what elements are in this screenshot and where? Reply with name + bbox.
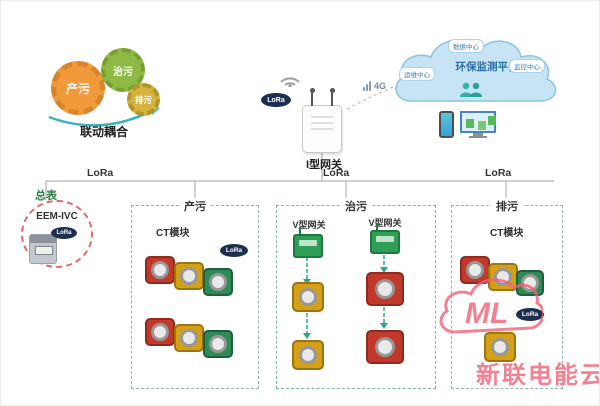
- v-gateway-label-2: V型网关: [368, 218, 402, 228]
- v-gateway-icon: [293, 227, 323, 258]
- ct-module-red-icon: [145, 318, 175, 346]
- wifi-icon: [280, 77, 300, 87]
- cloud-pill-ops-center: 运维中心: [399, 67, 435, 81]
- main-meter-caption: 总表: [35, 190, 57, 202]
- gear-discharge-icon: 排污: [127, 83, 160, 116]
- produce-pollution-box: 产污 CT模块 LoRa: [131, 198, 259, 389]
- ct-module-yellow-icon: [488, 263, 518, 291]
- treat-pollution-box: 治污 V型网关 V型网关: [276, 198, 436, 389]
- users-icon: [460, 82, 482, 97]
- main-meter-highlight-circle: [21, 200, 93, 268]
- ct-module-green-icon: [516, 270, 544, 296]
- ct-module-yellow-icon: [484, 332, 516, 362]
- produce-lora-badge: LoRa: [220, 244, 248, 257]
- v-gateway-icon: [370, 223, 400, 254]
- signal-4g-icon: 4G: [363, 81, 386, 91]
- antenna-icon: [329, 88, 335, 106]
- ct-module-red-icon: [366, 330, 404, 364]
- produce-ct-module-label: CT模块: [156, 228, 190, 239]
- gear-produce-label: 产污: [65, 81, 90, 96]
- antenna-icon: [309, 88, 315, 106]
- cloud-platform-title: 环保监测平台: [455, 61, 519, 73]
- gear-discharge-label: 排污: [134, 94, 152, 105]
- ct-module-green-icon: [203, 330, 233, 358]
- bus-lora-label-left: LoRa: [87, 167, 114, 179]
- discharge-lora-badge: LoRa: [516, 308, 544, 321]
- main-meter-lora-badge: LoRa: [51, 227, 77, 239]
- ct-module-yellow-icon: [292, 340, 324, 370]
- phone-icon: [439, 111, 454, 138]
- gateway-label: I型网关: [305, 159, 343, 171]
- ct-module-yellow-icon: [292, 282, 324, 312]
- gateway-lora-badge: LoRa: [261, 93, 291, 107]
- gear-treat-icon: 治污: [101, 48, 145, 92]
- cloud-pill-data-center: 数据中心: [448, 39, 484, 53]
- gear-treat-label: 治污: [113, 66, 133, 78]
- ct-module-yellow-icon: [174, 262, 204, 290]
- ct-module-green-icon: [203, 268, 233, 296]
- discharge-ct-module-label: CT模块: [490, 228, 524, 239]
- signal-4g-label: 4G: [374, 81, 387, 91]
- gear-produce-icon: 产污: [51, 61, 105, 115]
- bus-lora-label-center: LoRa: [323, 167, 350, 179]
- produce-box-title: 产污: [179, 198, 211, 214]
- ct-module-red-icon: [145, 256, 175, 284]
- gateway-device-icon: [302, 88, 342, 153]
- monitor-icon: [460, 111, 496, 138]
- cloud-pill-monitor-center: 监控中心: [509, 59, 545, 73]
- ct-module-red-icon: [460, 256, 490, 284]
- energy-meter-icon: [29, 234, 57, 264]
- discharge-pollution-box: 排污 CT模块 LoRa: [451, 198, 563, 389]
- treat-box-title: 治污: [340, 198, 372, 214]
- gear-cluster-caption: 联动耦合: [79, 125, 128, 139]
- v-gateway-label-1: V型网关: [292, 220, 326, 230]
- discharge-box-title: 排污: [491, 198, 523, 214]
- main-meter-model: EEM-IVC: [36, 211, 78, 222]
- ct-module-red-icon: [366, 272, 404, 306]
- ct-module-yellow-icon: [174, 324, 204, 352]
- bus-lora-label-right: LoRa: [485, 167, 512, 179]
